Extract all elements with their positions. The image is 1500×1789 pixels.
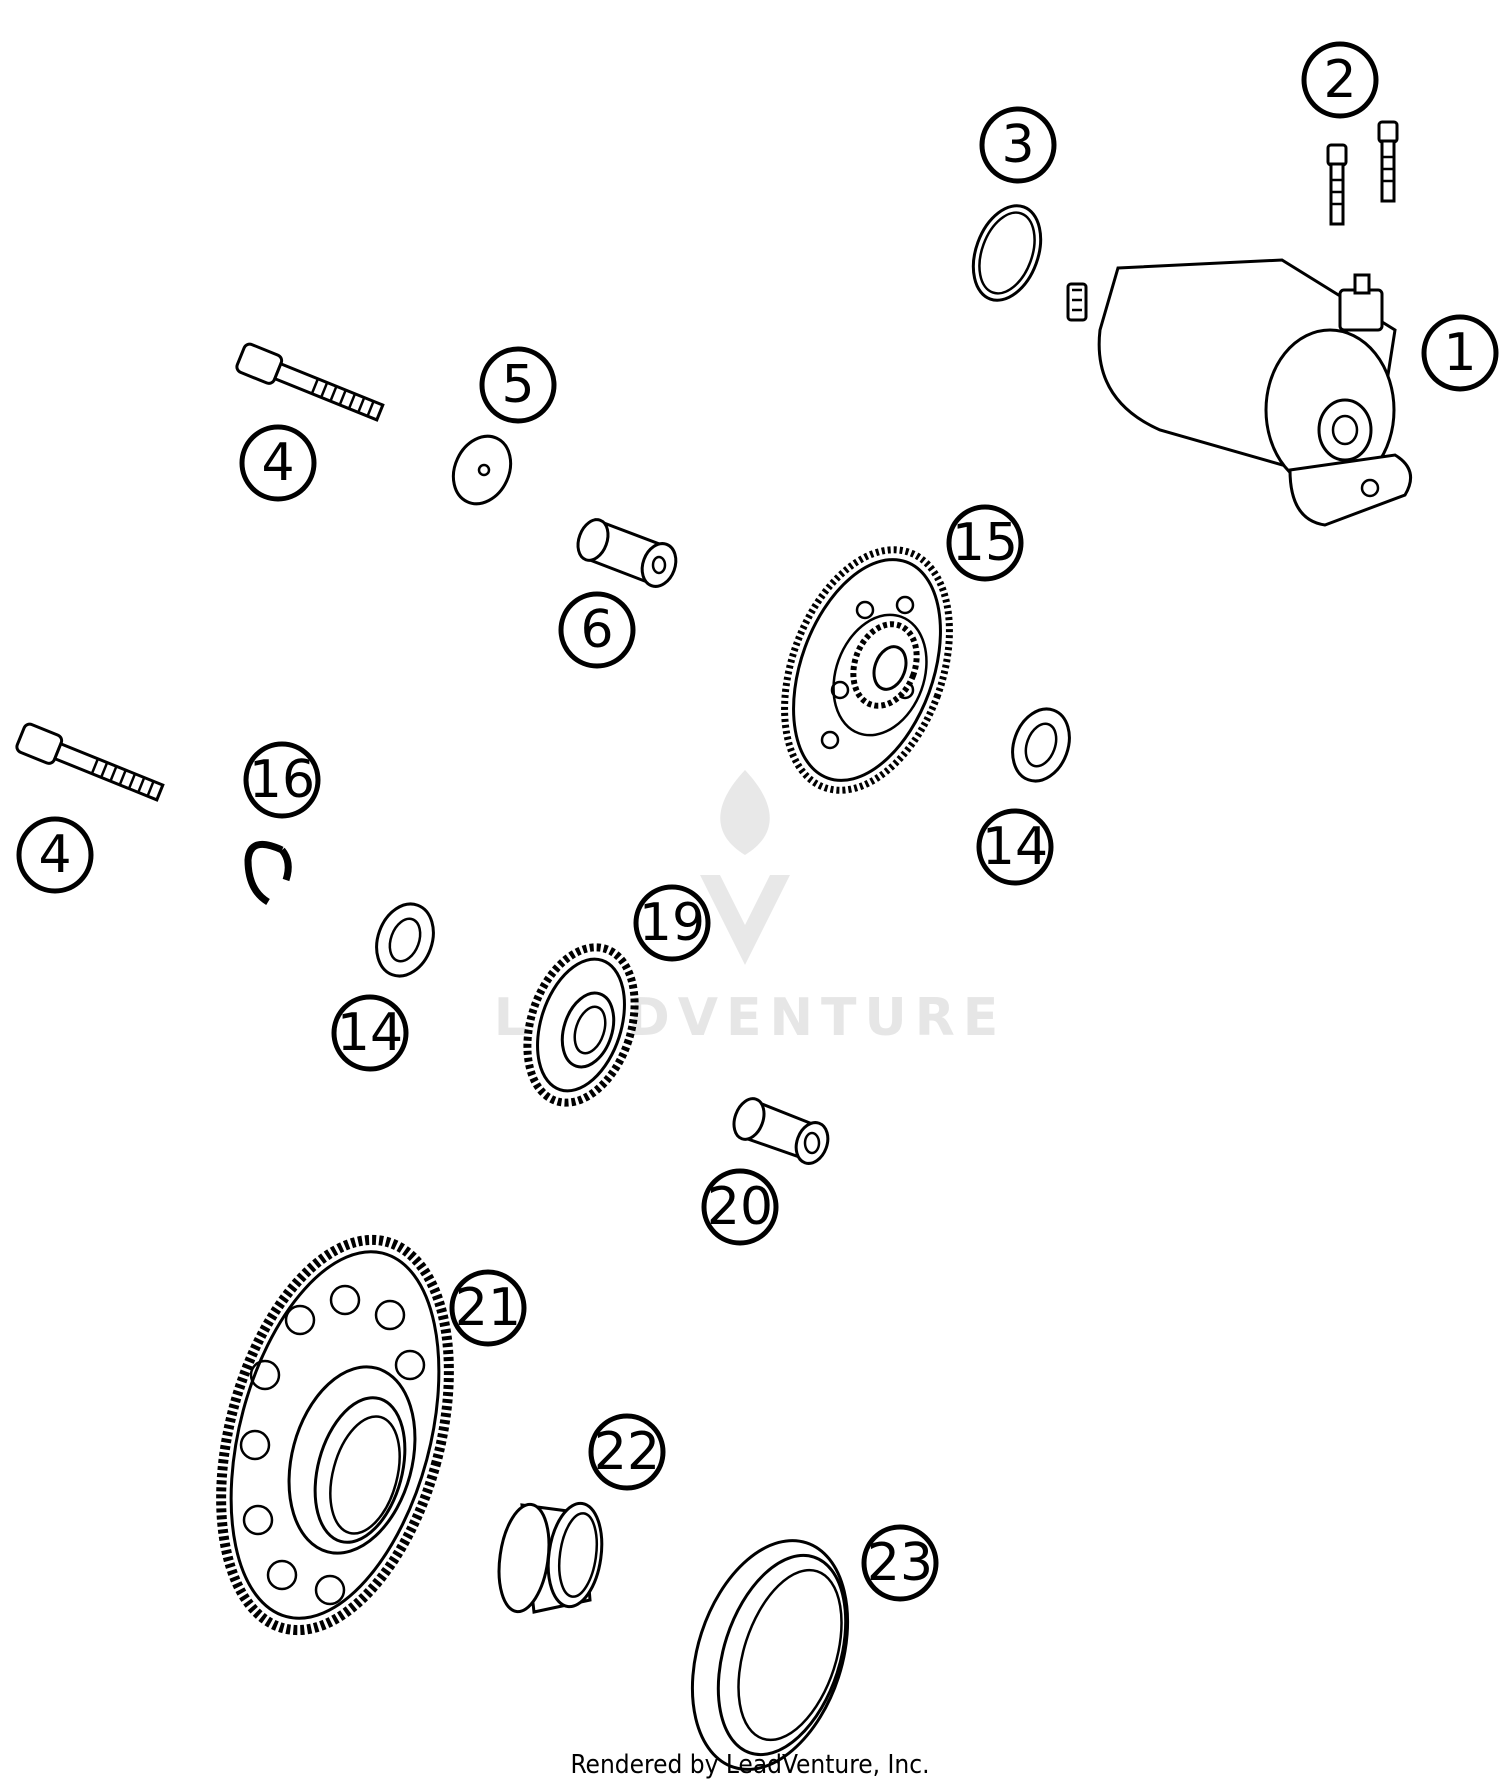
callout-14-left: 14 [331,994,409,1072]
callout-21: 21 [449,1269,527,1347]
bolt-long-upper [235,342,385,422]
starter-motor [1066,258,1413,527]
svg-text:5: 5 [501,355,534,415]
callout-4-lower: 4 [16,816,94,894]
bolt-long-lower [15,722,165,802]
svg-text:3: 3 [1001,115,1034,175]
watermark-logo-icon [700,770,790,965]
shim-washer-left [375,902,435,978]
svg-text:2: 2 [1323,50,1356,110]
bolts-small [1326,120,1399,226]
shim-washer-right [1011,707,1071,783]
svg-text:15: 15 [952,513,1018,573]
sleeve-lower [732,1097,830,1165]
svg-text:20: 20 [707,1177,773,1237]
callout-1: 1 [1421,314,1499,392]
svg-text:6: 6 [580,600,613,660]
svg-text:19: 19 [639,893,705,953]
svg-text:22: 22 [594,1422,660,1482]
washer [451,434,513,506]
footer-credit: Rendered by LeadVenture, Inc. [570,1750,930,1780]
callout-2: 2 [1301,41,1379,119]
svg-text:14: 14 [337,1003,403,1063]
gear-large [216,1234,454,1636]
callout-22: 22 [588,1413,666,1491]
gear-small [523,943,639,1107]
callout-14-right: 14 [976,808,1054,886]
svg-text:4: 4 [38,825,71,885]
gear-intermediate [781,546,953,794]
sleeve-upper [576,517,678,588]
callout-20: 20 [701,1168,779,1246]
svg-text:14: 14 [982,817,1048,877]
callout-19: 19 [633,884,711,962]
callout-6: 6 [558,591,636,669]
bushing [497,1501,604,1614]
callout-23: 23 [861,1524,939,1602]
callout-15: 15 [946,504,1024,582]
seal-ring [690,1539,850,1771]
svg-text:4: 4 [261,433,294,493]
svg-text:23: 23 [867,1533,933,1593]
circlip [244,840,292,906]
svg-text:1: 1 [1443,323,1476,383]
svg-text:16: 16 [249,750,315,810]
svg-text:21: 21 [455,1278,521,1338]
callout-4-upper: 4 [239,424,317,502]
callout-3: 3 [979,106,1057,184]
callout-5: 5 [479,346,557,424]
o-ring [971,204,1043,302]
callout-16: 16 [243,741,321,819]
